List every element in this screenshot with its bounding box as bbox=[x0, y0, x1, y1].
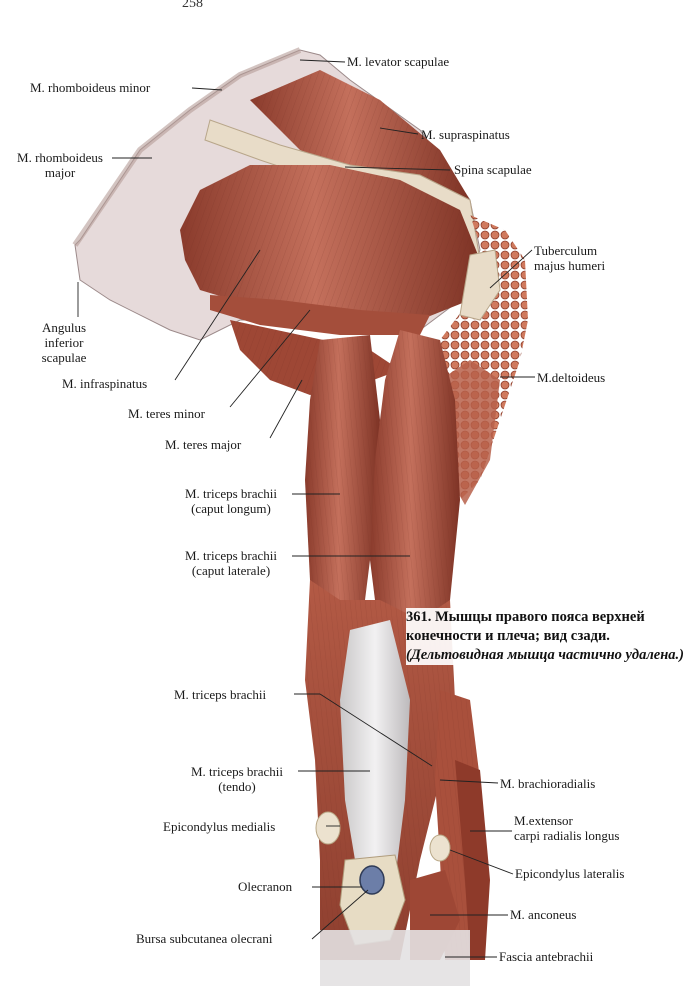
caption-title: 361. Мышцы правого пояса верхней конечно… bbox=[406, 609, 645, 644]
bursa bbox=[359, 865, 385, 895]
epicondylus-medialis bbox=[315, 811, 341, 845]
fascia-antebrachii bbox=[320, 930, 470, 986]
label-anconeus: M. anconeus bbox=[510, 907, 577, 922]
triceps-tendon bbox=[340, 620, 410, 890]
caption-note: (Дельтовидная мышца частично удалена.) bbox=[406, 647, 684, 663]
label-epicondylus-lateralis: Epicondylus lateralis bbox=[515, 866, 625, 881]
label-triceps-caput-longum: M. triceps brachii(caput longum) bbox=[184, 486, 278, 516]
label-epicondylus-medialis: Epicondylus medialis bbox=[163, 819, 276, 834]
label-teres-minor: M. teres minor bbox=[128, 406, 205, 421]
label-triceps-brachii: M. triceps brachii bbox=[174, 687, 267, 702]
leader-lines bbox=[77, 59, 535, 958]
label-levator-scapulae: M. levator scapulae bbox=[347, 54, 450, 69]
label-teres-major: M. teres major bbox=[165, 437, 242, 452]
label-deltoideus: M.deltoideus bbox=[537, 370, 606, 385]
label-bursa: Bursa subcutanea olecrani bbox=[136, 931, 273, 946]
epicondylus-lateralis bbox=[429, 834, 451, 862]
label-spina-scapulae: Spina scapulae bbox=[454, 162, 532, 177]
extensor bbox=[455, 760, 490, 960]
figure-caption: 361. Мышцы правого пояса верхней конечно… bbox=[406, 608, 694, 665]
label-fascia-antebrachii: Fascia antebrachii bbox=[499, 949, 594, 964]
label-supraspinatus: M. supraspinatus bbox=[421, 127, 510, 142]
teres-minor bbox=[210, 295, 430, 335]
tuberculum bbox=[459, 249, 501, 321]
label-infraspinatus: M. infraspinatus bbox=[62, 376, 148, 391]
label-triceps-caput-laterale: M. triceps brachii(caput laterale) bbox=[184, 548, 278, 578]
label-triceps-tendo: M. triceps brachii(tendo) bbox=[190, 764, 284, 794]
label-olecranon: Olecranon bbox=[238, 879, 293, 894]
label-brachioradialis: M. brachioradialis bbox=[500, 776, 596, 791]
label-rhomboideus-minor: M. rhomboideus minor bbox=[30, 80, 151, 95]
page-number: 258 bbox=[182, 0, 203, 11]
